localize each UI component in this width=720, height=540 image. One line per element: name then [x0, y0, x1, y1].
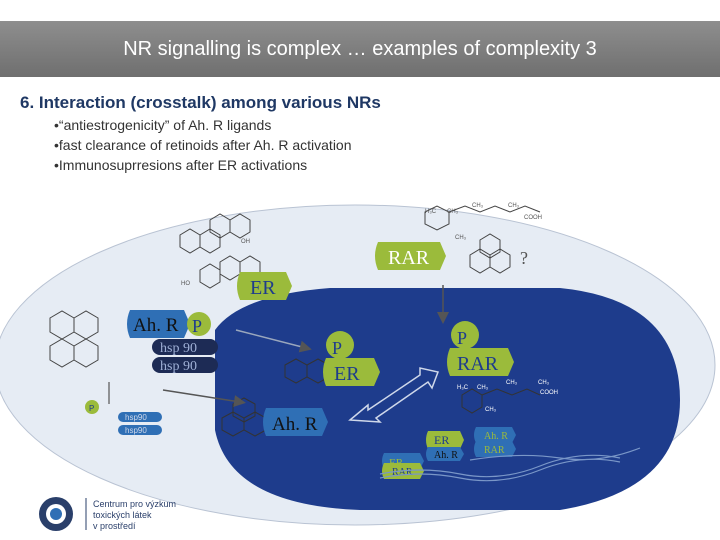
rar-right-label: RAR [457, 353, 499, 375]
er-top-box [237, 272, 292, 300]
molecule-icon [469, 233, 511, 274]
er-low-label: ER [434, 433, 449, 447]
chem-label: H₃C [425, 209, 437, 215]
ahr-low-box [426, 447, 464, 461]
arrow-ahr-to-er [235, 329, 312, 353]
p-center-circle [326, 331, 354, 359]
chem-label: CH₃ [477, 385, 489, 391]
hsp90-small-label: hsp90 [125, 413, 147, 422]
double-arrow [348, 367, 440, 423]
ahr-rar-label-b: RAR [484, 445, 505, 456]
logo-mark-core [50, 508, 62, 520]
hsp90-label: hsp 90 [160, 359, 197, 374]
chem-label: CH₃ [508, 203, 520, 209]
chem-label: COOH [524, 215, 542, 221]
slide-heading: 6. Interaction (crosstalk) among various… [20, 93, 381, 112]
logo-text: Centrum pro výzkum toxických látek v pro… [93, 499, 176, 532]
molecule-icon [461, 388, 541, 414]
bullet-item: •Immunosuprresions after ER activations [54, 157, 308, 173]
ahr-bottom-label: Ah. R [272, 414, 318, 435]
chem-label: CH₃ [485, 407, 497, 413]
chem-label: CH₃ [538, 380, 550, 386]
chem-label: OH [241, 239, 250, 245]
logo-line: toxických látek [93, 510, 152, 520]
chem-label: COOH [540, 390, 558, 396]
chem-label: CH₃ [447, 209, 459, 215]
p-center-label: P [332, 338, 342, 358]
rar-top-label: RAR [388, 247, 430, 269]
hsp90-box [152, 339, 218, 355]
chem-label: CH₃ [472, 203, 484, 209]
question-mark: ? [520, 248, 528, 268]
bullet-list: •“antiestrogenicity” of Ah. R ligands •f… [54, 115, 352, 175]
p-right-circle [451, 321, 479, 349]
chem-label: CH₃ [455, 235, 467, 241]
hsp90-small-label: hsp90 [125, 426, 147, 435]
p-small-label: P [89, 404, 94, 413]
er-center-box [323, 358, 380, 386]
hsp90-label: hsp 90 [160, 341, 197, 356]
rar-right-box [447, 348, 514, 376]
dna-strand [469, 447, 641, 461]
centre-logo [39, 497, 87, 531]
rar-bottom-label: RAR [392, 467, 413, 478]
ahr-rar-box-b [474, 441, 516, 457]
hsp90-small-box [118, 425, 162, 435]
molecule-icon [424, 205, 541, 231]
hsp90-small-box [118, 412, 162, 422]
er-low-box [426, 431, 464, 449]
p-small-circle [85, 400, 99, 414]
chem-label: CH₃ [506, 380, 518, 386]
molecule-icon [179, 213, 251, 254]
dna-strand [379, 454, 621, 478]
arrow-small-to-ahr [162, 389, 246, 408]
logo-line: Centrum pro výzkum [93, 499, 177, 509]
er-center-label: ER [334, 363, 360, 385]
nucleus [215, 288, 680, 510]
hsp90-box [152, 357, 218, 373]
p-right-label: P [457, 328, 467, 348]
slide-title: NR signalling is complex … examples of c… [123, 37, 597, 60]
bullet-item: •fast clearance of retinoids after Ah. R… [54, 137, 352, 153]
chem-label: H₃C [457, 385, 469, 391]
ahr-rar-label-a: Ah. R [484, 431, 508, 442]
ahr-rar-box-a [474, 427, 516, 443]
ahr-left-label: Ah. R [133, 315, 179, 336]
rar-top-box [375, 242, 446, 270]
chem-label: HO [181, 281, 190, 287]
er-top-label: ER [250, 277, 276, 299]
bullet-item: •“antiestrogenicity” of Ah. R ligands [54, 117, 272, 133]
ahr-low-label: Ah. R [434, 450, 458, 461]
p-left-circle [187, 312, 211, 336]
p-left-label: P [192, 316, 202, 336]
ahr-left-box [127, 310, 190, 338]
title-bar: NR signalling is complex … examples of c… [0, 21, 720, 77]
logo-line: v prostředí [93, 521, 136, 531]
molecule-icon [49, 310, 99, 368]
ahr-bottom-box [263, 408, 328, 436]
